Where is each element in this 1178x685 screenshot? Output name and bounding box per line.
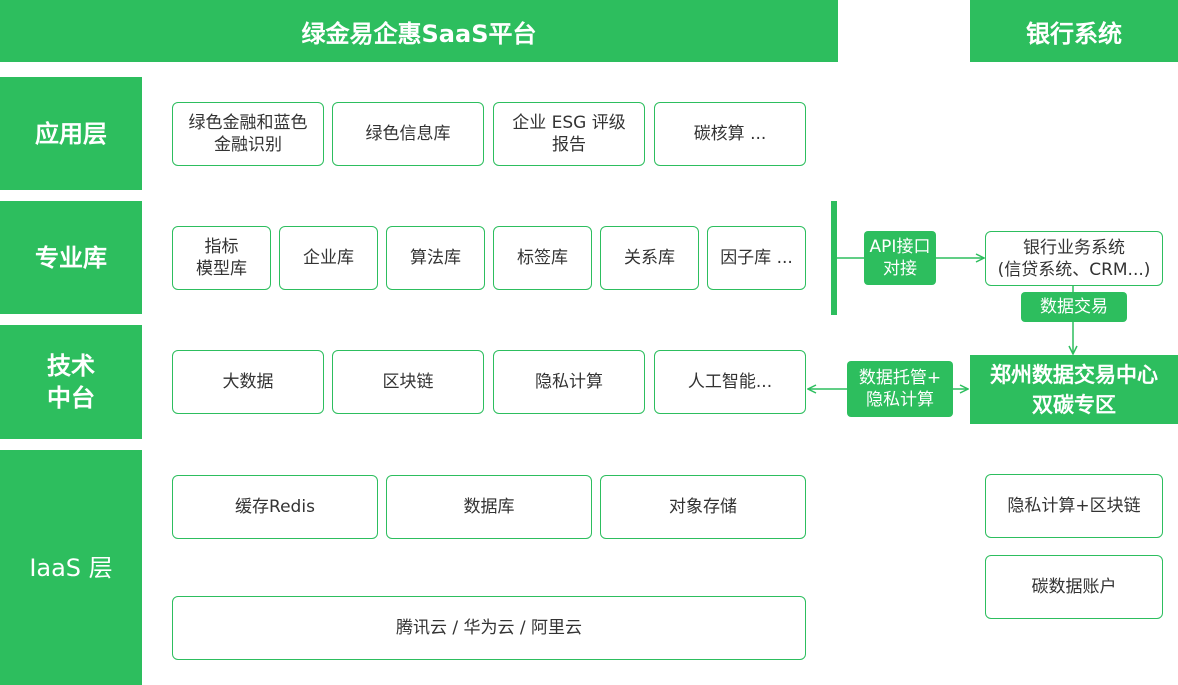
pro-item-relation: 关系库: [600, 226, 699, 290]
bank-business-system: 银行业务系统 (信贷系统、CRM...): [985, 231, 1163, 286]
pro-item-enterprise: 企业库: [279, 226, 378, 290]
bank-title: 银行系统: [970, 0, 1178, 62]
tech-item-privacy: 隐私计算: [493, 350, 645, 414]
iaas-item-database: 数据库: [386, 475, 592, 539]
app-item-esg-report: 企业 ESG 评级 报告: [493, 102, 645, 166]
iaas-item-object-storage: 对象存储: [600, 475, 806, 539]
app-item-green-finance: 绿色金融和蓝色 金融识别: [172, 102, 324, 166]
platform-title: 绿金易企惠SaaS平台: [0, 0, 838, 62]
exchange-center: 郑州数据交易中心 双碳专区: [970, 355, 1178, 424]
bank-carbon-account: 碳数据账户: [985, 555, 1163, 619]
tech-item-bigdata: 大数据: [172, 350, 324, 414]
tech-item-blockchain: 区块链: [332, 350, 484, 414]
iaas-cloud-providers: 腾讯云 / 华为云 / 阿里云: [172, 596, 806, 660]
pro-item-algorithm: 算法库: [386, 226, 485, 290]
custody-tag: 数据托管+ 隐私计算: [847, 361, 953, 417]
layer-application: 应用层: [0, 77, 142, 190]
pro-item-factor: 因子库 ...: [707, 226, 806, 290]
layer-tech: 技术 中台: [0, 325, 142, 439]
pro-item-tag: 标签库: [493, 226, 592, 290]
app-item-carbon-accounting: 碳核算 ...: [654, 102, 806, 166]
tech-item-ai: 人工智能...: [654, 350, 806, 414]
layer-professional: 专业库: [0, 201, 142, 314]
pro-item-index-model: 指标 模型库: [172, 226, 271, 290]
layer-iaas: IaaS 层: [0, 450, 142, 685]
bank-privacy-blockchain: 隐私计算+区块链: [985, 474, 1163, 538]
api-bar: [831, 201, 837, 315]
trade-tag: 数据交易: [1021, 292, 1127, 322]
iaas-item-redis: 缓存Redis: [172, 475, 378, 539]
app-item-green-info: 绿色信息库: [332, 102, 484, 166]
api-tag: API接口 对接: [864, 231, 936, 285]
